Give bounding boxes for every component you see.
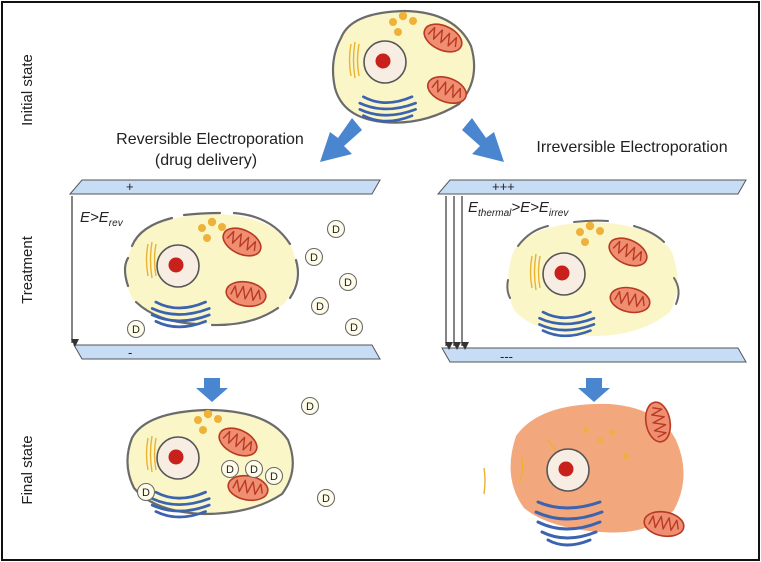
drug-molecule: D [338,272,358,292]
drug-molecule: D [264,466,284,486]
svg-text:D: D [306,401,314,413]
rev-final-drugs: D D D D D D [136,396,336,508]
svg-text:D: D [142,487,150,499]
row-label-final: Final state [19,435,36,504]
irr-bottom-plate [441,347,747,363]
irr-top-polarity: +++ [492,179,515,194]
rev-treatment-drugs: D D D D D D [126,219,364,339]
irr-top-plate [436,179,747,195]
drug-molecule: D [126,319,146,339]
svg-text:D: D [226,464,234,476]
drug-molecule: D [300,396,320,416]
svg-text:D: D [250,464,258,476]
drug-molecule: D [220,459,240,479]
arrow-to-reversible [320,118,362,162]
rev-bottom-polarity: - [128,345,132,360]
drug-molecule: D [310,296,330,316]
reversible-title: Reversible Electroporation [116,131,304,148]
svg-text:D: D [332,224,340,236]
row-label-treatment: Treatment [19,235,36,304]
irr-field-condition: Ethermal>E>Eirrev [468,199,569,219]
drug-molecule: D [136,482,156,502]
svg-text:D: D [344,277,352,289]
drug-molecule: D [304,247,324,267]
irreversible-title: Irreversible Electroporation [536,139,727,156]
irr-final-cell [483,399,687,547]
svg-text:D: D [350,322,358,334]
svg-text:D: D [270,471,278,483]
rev-treatment-cell [123,211,300,329]
svg-text:D: D [310,252,318,264]
drug-molecule: D [316,488,336,508]
rev-top-polarity: + [126,179,134,194]
drug-molecule: D [326,219,346,239]
row-label-initial: Initial state [19,54,36,126]
drug-molecule: D [244,459,264,479]
initial-cell [331,9,476,124]
irr-treatment-cell [506,219,680,338]
drug-molecule: D [344,317,364,337]
irr-bottom-polarity: --- [500,349,513,364]
svg-text:D: D [322,493,330,505]
rev-top-plate [68,179,381,195]
svg-text:D: D [132,324,140,336]
arrow-to-irreversible [462,118,504,162]
rev-field-condition: E>Erev [80,209,124,229]
reversible-subtitle: (drug delivery) [155,152,257,169]
rev-final-cell [126,408,294,519]
rev-bottom-plate [73,344,381,360]
svg-text:D: D [316,301,324,313]
